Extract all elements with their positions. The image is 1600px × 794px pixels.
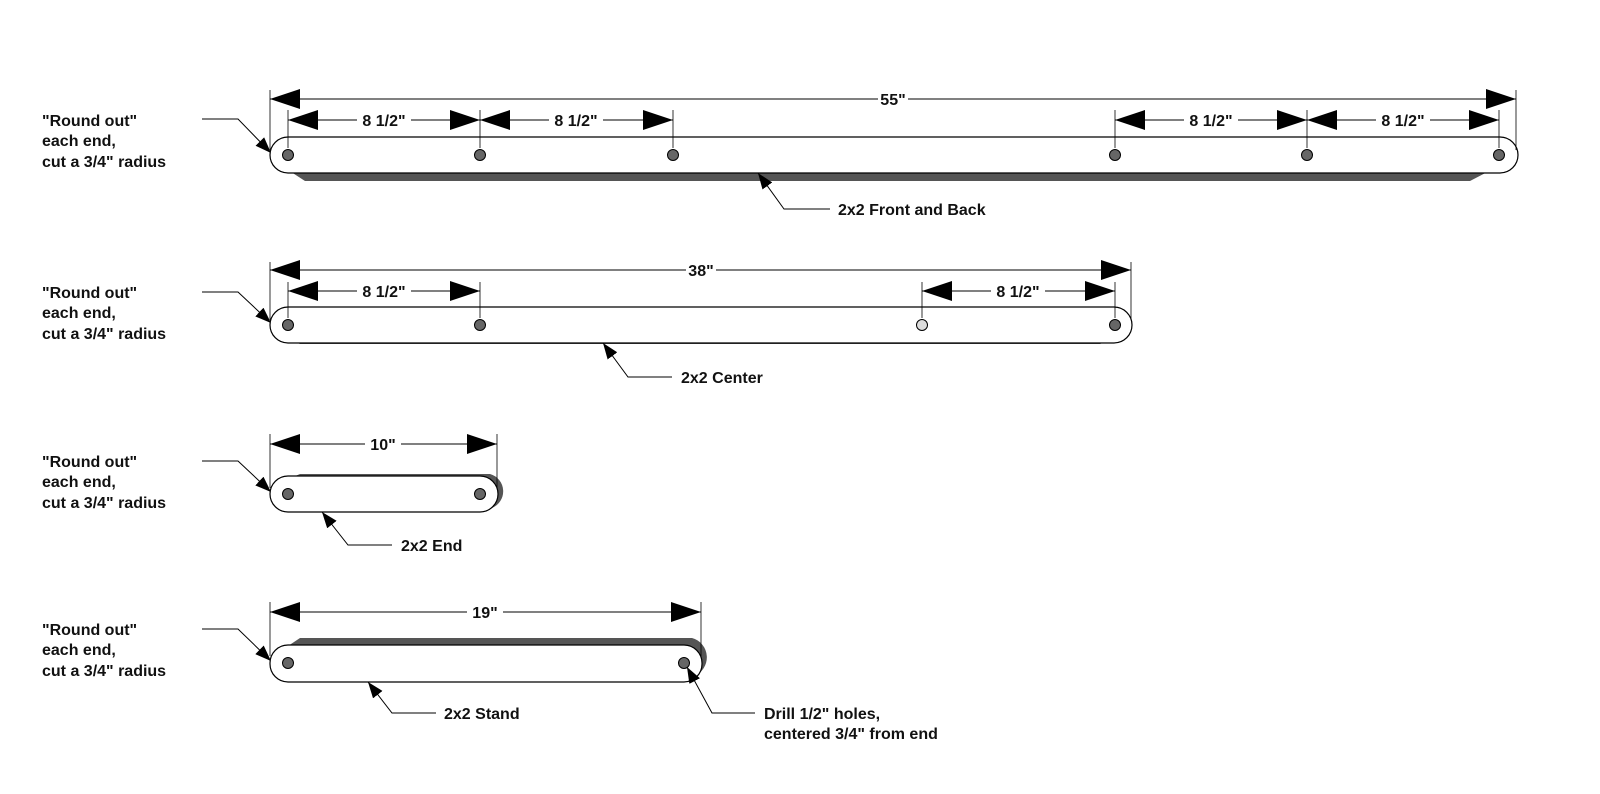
board-body	[269, 306, 1133, 344]
note-leader	[202, 118, 272, 154]
spacing-dimension-value: 8 1/2"	[1381, 113, 1424, 130]
drill-hole	[282, 657, 294, 669]
spacing-dimension: 8 1/2"	[480, 110, 673, 130]
board-front-back: "Round out" each end, cut a 3/4" radius	[42, 89, 1519, 219]
drill-holes	[282, 657, 690, 669]
part-label: 2x2 Front and Back	[838, 202, 986, 219]
spacing-dimension: 8 1/2"	[288, 281, 480, 301]
overall-dimension-value: 19"	[472, 605, 497, 622]
drill-hole	[474, 319, 486, 331]
overall-dimension: 19"	[270, 602, 701, 622]
overall-dimension-value: 38"	[688, 263, 713, 280]
drill-hole	[678, 657, 690, 669]
spacing-dimension-value: 8 1/2"	[362, 113, 405, 130]
drill-hole	[1493, 149, 1505, 161]
overall-dimension-value: 55"	[880, 92, 905, 109]
note-leader	[202, 628, 272, 662]
part-label: 2x2 Stand	[444, 706, 520, 723]
drill-hole	[474, 149, 486, 161]
spacing-dimension-value: 8 1/2"	[362, 284, 405, 301]
board-stand: "Round out" each end, cut a 3/4" radius …	[42, 602, 938, 743]
drill-note: Drill 1/2" holes, centered 3/4" from end	[764, 706, 938, 743]
board-body	[269, 644, 703, 683]
part-leader	[367, 681, 436, 714]
spacing-dimension: 8 1/2"	[922, 281, 1115, 301]
spacing-dimension: 8 1/2"	[1307, 110, 1499, 130]
round-out-note: "Round out" each end, cut a 3/4" radius	[42, 113, 166, 171]
drill-hole	[282, 149, 294, 161]
part-label: 2x2 Center	[681, 370, 763, 387]
part-leader	[757, 172, 830, 210]
drill-holes	[282, 319, 1121, 331]
spacing-dimension-value: 8 1/2"	[1189, 113, 1232, 130]
round-out-note: "Round out" each end, cut a 3/4" radius	[42, 622, 166, 680]
overall-dimension: 55"	[270, 89, 1516, 109]
drill-hole	[1301, 149, 1313, 161]
spacing-dimension-value: 8 1/2"	[554, 113, 597, 130]
round-out-note: "Round out" each end, cut a 3/4" radius	[42, 285, 166, 343]
board-center: "Round out" each end, cut a 3/4" radius …	[42, 260, 1133, 387]
drill-hole	[282, 319, 294, 331]
overall-dimension-value: 10"	[370, 437, 395, 454]
overall-dimension: 38"	[270, 260, 1131, 280]
part-leader	[321, 511, 392, 546]
drill-hole	[1109, 319, 1121, 331]
drill-hole	[474, 488, 486, 500]
overall-dimension: 10"	[270, 434, 497, 454]
board-end: "Round out" each end, cut a 3/4" radius …	[42, 434, 504, 555]
note-leader	[202, 460, 272, 493]
spacing-dimension-value: 8 1/2"	[996, 284, 1039, 301]
drill-holes	[282, 488, 486, 500]
round-out-note: "Round out" each end, cut a 3/4" radius	[42, 454, 166, 512]
spacing-dimension: 8 1/2"	[1115, 110, 1307, 130]
drill-note-leader	[686, 666, 755, 714]
drill-hole	[667, 149, 679, 161]
board-body	[269, 475, 499, 513]
part-leader	[602, 342, 672, 378]
drill-holes	[282, 149, 1505, 161]
spacing-dimension: 8 1/2"	[288, 110, 480, 130]
part-label: 2x2 End	[401, 538, 462, 555]
board-body	[269, 136, 1519, 174]
drill-hole	[1109, 149, 1121, 161]
drill-hole	[282, 488, 294, 500]
drill-hole	[916, 319, 928, 331]
note-leader	[202, 291, 272, 324]
